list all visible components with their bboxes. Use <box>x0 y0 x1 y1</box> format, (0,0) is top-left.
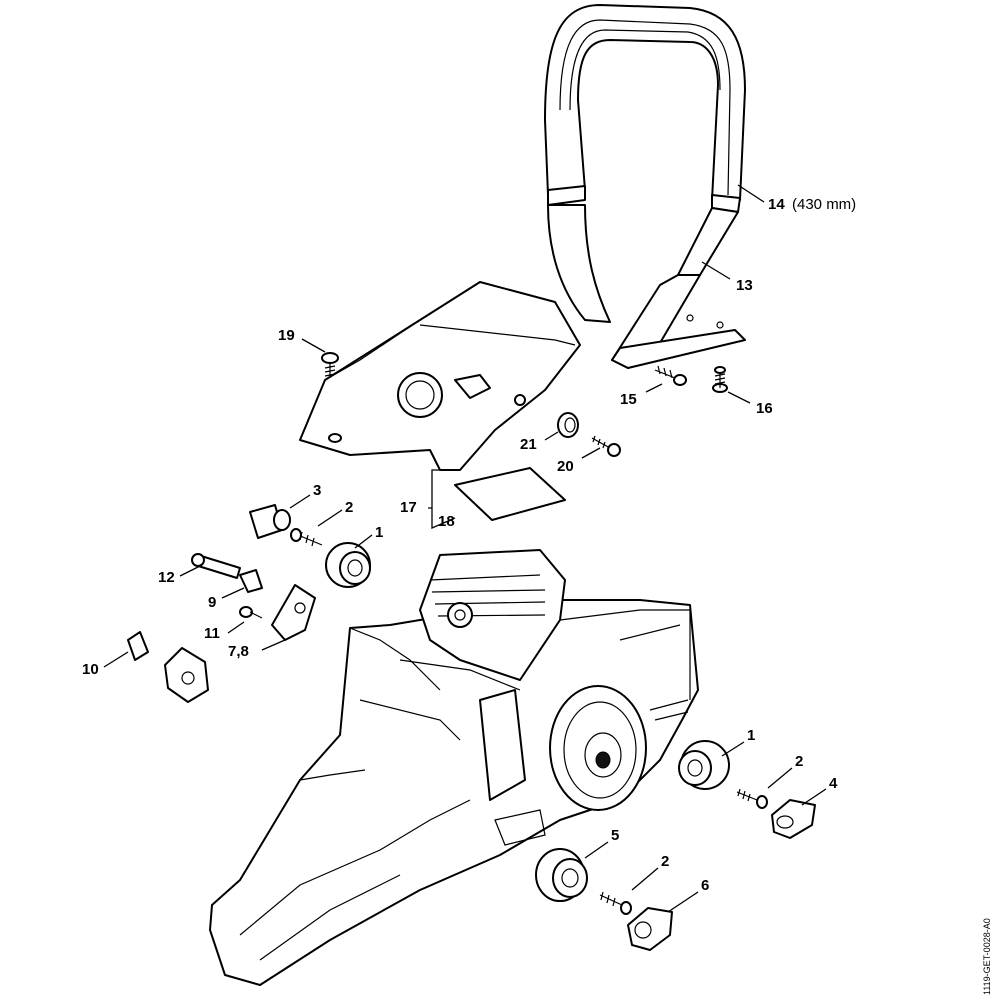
screw-2a <box>290 528 323 547</box>
callout-2-upper: 2 <box>345 499 353 516</box>
screw-19 <box>321 352 339 378</box>
document-code: 1119-GET-0028-A0 <box>982 918 992 995</box>
callout-16: 16 <box>756 400 773 417</box>
label-sheet-18 <box>454 467 566 521</box>
plate-7-8 <box>271 584 316 641</box>
callout-12: 12 <box>158 569 175 586</box>
plug-4 <box>771 799 816 839</box>
callout-7-8: 7,8 <box>228 643 249 660</box>
washer-3 <box>249 504 291 539</box>
callout-6: 6 <box>701 877 709 894</box>
callout-13: 13 <box>736 277 753 294</box>
handlebar-lower-part-13 <box>611 207 746 369</box>
clip-9 <box>239 569 263 593</box>
screw-20 <box>591 435 621 457</box>
cover-plate <box>164 647 209 703</box>
annular-buffer-1b <box>678 740 730 790</box>
callout-14-size: (430 mm) <box>792 196 856 213</box>
clip-10 <box>127 631 149 661</box>
callout-labels: 14 (430 mm) 13 19 15 16 21 20 17 18 3 2 … <box>82 196 856 894</box>
screw-11 <box>239 606 263 619</box>
screw-2b <box>736 788 768 809</box>
screw-2c <box>599 891 632 915</box>
callout-5: 5 <box>611 827 619 844</box>
callout-1-upper: 1 <box>375 524 383 541</box>
callout-17: 17 <box>400 499 417 516</box>
callout-19: 19 <box>278 327 295 344</box>
callout-18: 18 <box>438 513 455 530</box>
callout-14: 14 <box>768 196 785 213</box>
annular-buffer-5 <box>535 848 588 902</box>
leader-lines <box>103 184 827 913</box>
callout-2-right: 2 <box>795 753 803 770</box>
callout-15: 15 <box>620 391 637 408</box>
callout-9: 9 <box>208 594 216 611</box>
screw-16 <box>712 366 728 393</box>
plug-6 <box>627 907 673 951</box>
callout-1-lower: 1 <box>747 727 755 744</box>
annular-buffer-1a <box>325 542 371 588</box>
handlebar-part-14 <box>544 4 746 323</box>
grommet-21 <box>557 412 579 438</box>
screw-12 <box>191 553 241 579</box>
callout-3: 3 <box>313 482 321 499</box>
callout-21: 21 <box>520 436 537 453</box>
callout-20: 20 <box>557 458 574 475</box>
callout-2-lower: 2 <box>661 853 669 870</box>
callout-11: 11 <box>204 625 220 642</box>
top-cover <box>299 281 581 471</box>
chainsaw-housing <box>209 549 699 986</box>
callout-4: 4 <box>829 775 838 792</box>
screw-15 <box>654 365 687 386</box>
callout-10: 10 <box>82 661 99 678</box>
